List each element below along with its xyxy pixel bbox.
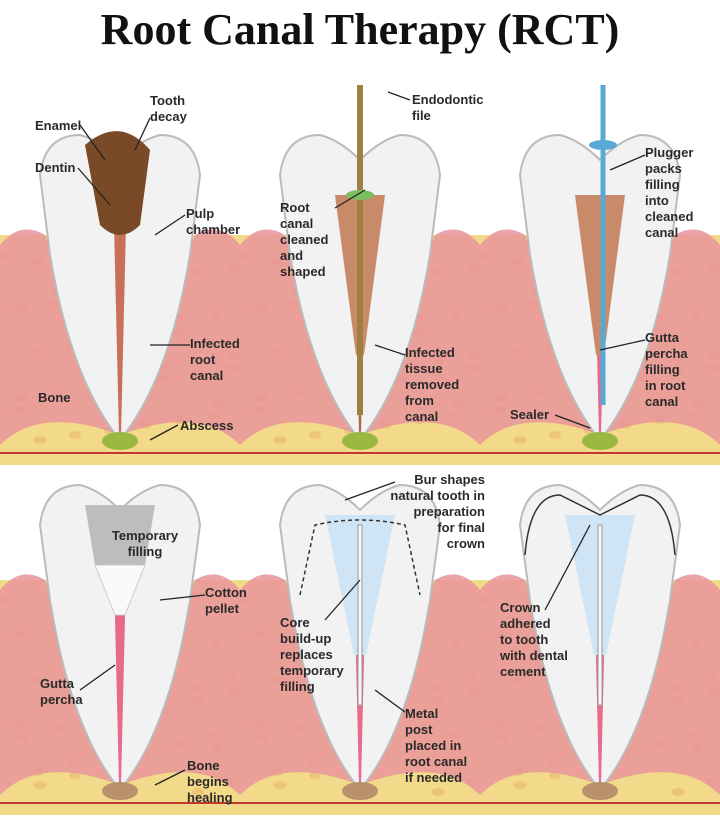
label-metal-post: Metal post placed in root canal if neede… (405, 706, 468, 785)
tooth-illustration (0, 483, 240, 815)
bone-pore (309, 431, 321, 439)
label-bone: Bone (38, 390, 71, 405)
panel-3 (479, 62, 720, 465)
file-stopper (346, 190, 374, 200)
bone-pore (34, 436, 46, 444)
temporary-filling (85, 505, 155, 565)
label-endodontic-file: Endodontic file (412, 92, 484, 123)
panel-5 (239, 465, 480, 815)
label-pulp-chamber: Pulp chamber (186, 206, 241, 237)
bone-pore (514, 436, 526, 444)
panel-1 (0, 85, 240, 465)
label-plugger: Plugger packs filling into cleaned canal (645, 145, 694, 240)
label-core-buildup: Core build-up replaces temporary filling (280, 615, 344, 694)
label-tooth-decay: Tooth decay (150, 93, 187, 124)
healing-bone (102, 782, 138, 800)
crown (524, 494, 676, 556)
label-gutta-percha-filling: Gutta percha filling in root canal (645, 330, 688, 409)
metal-post (597, 524, 603, 706)
abscess (102, 432, 138, 450)
tooth-illustration (239, 483, 480, 815)
label-temporary-filling: Temporary filling (111, 528, 179, 559)
diagram-title: Root Canal Therapy (RCT) (100, 5, 620, 54)
endodontic-file (357, 75, 363, 415)
panel-4 (0, 465, 240, 815)
cotton-pellet (94, 564, 146, 616)
tooth-illustration (239, 75, 480, 465)
label-infected-root-canal: Infected root canal (190, 336, 240, 383)
label-enamel: Enamel (35, 118, 82, 133)
bone-pore (192, 788, 204, 796)
tooth-illustration (479, 62, 720, 465)
bone-pore (549, 431, 561, 439)
label-bur: Bur shapes natural tooth in preparation … (390, 472, 485, 551)
label-crown: Crown adhered to tooth with dental cemen… (500, 600, 568, 679)
bone-pore (672, 788, 684, 796)
root-canal (114, 225, 126, 435)
tooth-illustration (0, 131, 240, 465)
label-sealer: Sealer (510, 407, 550, 422)
healing-bone (582, 782, 618, 800)
bone-pore (69, 431, 81, 439)
abscess (342, 432, 378, 450)
label-gutta-percha: Gutta percha (40, 676, 83, 707)
label-bone-healing: Bone begins healing (187, 758, 233, 805)
panel-6 (479, 465, 720, 815)
bone-pore (274, 781, 286, 789)
pulp-chamber (575, 195, 625, 355)
panel-2 (239, 75, 480, 465)
healing-bone (342, 782, 378, 800)
bone-pore (34, 781, 46, 789)
abscess (582, 432, 618, 450)
metal-post (357, 524, 363, 706)
label-infected-tissue-removed: Infected tissue removed from canal (405, 345, 460, 424)
bone-pore (514, 781, 526, 789)
label-abscess: Abscess (180, 418, 234, 433)
tooth-illustration (479, 483, 720, 815)
bone-pore (432, 788, 444, 796)
label-root-canal-cleaned: Root canal cleaned and shaped (280, 200, 329, 279)
bone-pore (274, 436, 286, 444)
label-cotton-pellet: Cotton pellet (205, 585, 247, 616)
root-canal (114, 575, 126, 785)
plugger-collar (589, 140, 617, 150)
label-dentin: Dentin (35, 160, 76, 175)
